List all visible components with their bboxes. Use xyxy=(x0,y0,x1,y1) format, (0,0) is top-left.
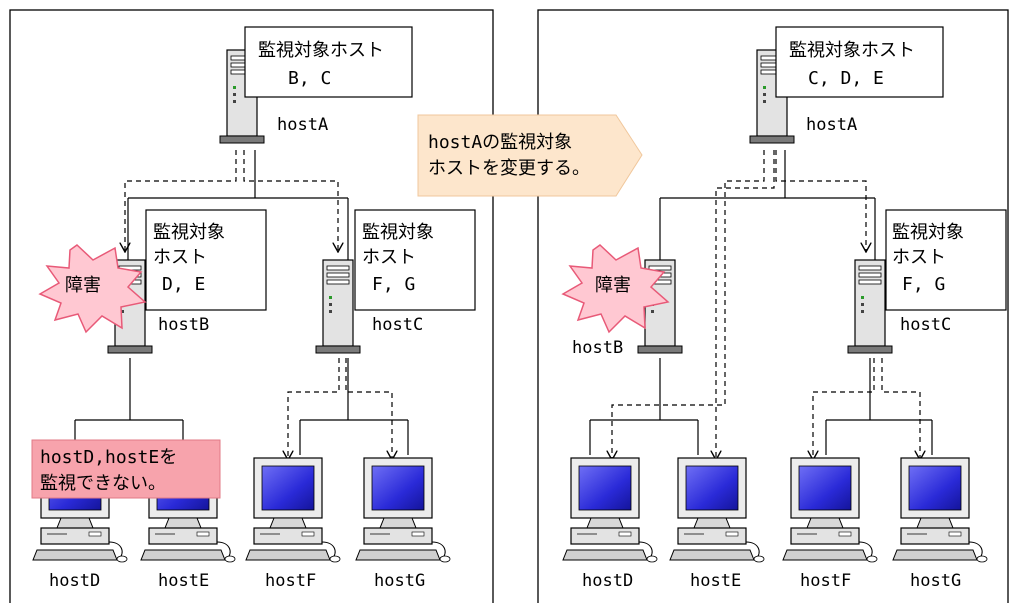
left-hostB-monitor-box xyxy=(145,209,267,311)
arrow-note-line2: ホストを変更する。 xyxy=(428,158,590,179)
left-hostC-monitor-box xyxy=(354,209,476,311)
left-monitor-arrows xyxy=(125,150,392,460)
right-hostA-monitor-box xyxy=(775,26,944,98)
left-hostC-box-line2: ホスト xyxy=(362,247,416,268)
right-hostC-label: hostC xyxy=(900,315,951,335)
left-client-label: hostF xyxy=(265,571,316,591)
right-hostA-label: hostA xyxy=(806,115,857,135)
left-client-label: hostG xyxy=(374,571,425,591)
left-warning-line2: 監視できない。 xyxy=(40,473,166,494)
arrow-note-line1: hostAの監視対象 xyxy=(428,132,572,153)
left-client-label: hostD xyxy=(49,571,100,591)
right-hostC-box-line1: 監視対象 xyxy=(892,222,964,243)
server-icon xyxy=(315,259,361,354)
left-warning-note: hostD,hostEを 監視できない。 xyxy=(31,439,221,499)
left-failure-label: 障害 xyxy=(65,275,101,296)
right-hostB-label: hostB xyxy=(572,338,623,358)
left-failure-burst: 障害 xyxy=(38,244,147,334)
left-hostA-box-hosts: B, C xyxy=(288,68,331,89)
desktop-pc-icon xyxy=(782,457,878,563)
desktop-pc-icon xyxy=(892,457,988,563)
right-monitor-arrows xyxy=(612,150,920,460)
left-hostC-box-hosts: F, G xyxy=(372,274,415,295)
left-hostB-box-line1: 監視対象 xyxy=(153,222,225,243)
right-hostC-box-line2: ホスト xyxy=(892,247,946,268)
desktop-pc-icon xyxy=(245,457,341,563)
right-hostA-box-title: 監視対象ホスト xyxy=(789,40,915,61)
right-hostC-box-hosts: F, G xyxy=(902,274,945,295)
left-hostA-label: hostA xyxy=(277,115,328,135)
left-hostC-label: hostC xyxy=(372,315,423,335)
right-client-label: hostE xyxy=(690,571,741,591)
left-hostA-box-title: 監視対象ホスト xyxy=(258,40,384,61)
right-client-label: hostF xyxy=(800,571,851,591)
right-hostC-monitor-box xyxy=(885,209,1007,311)
left-hostB-label: hostB xyxy=(158,315,209,335)
right-client-label: hostG xyxy=(910,571,961,591)
desktop-pc-icon xyxy=(562,457,658,563)
desktop-pc-icon xyxy=(355,457,451,563)
left-network-lines xyxy=(74,150,409,455)
right-hostA-box-hosts: C, D, E xyxy=(808,68,884,89)
left-hostB-box-line2: ホスト xyxy=(153,247,207,268)
right-failure-label: 障害 xyxy=(595,275,631,296)
change-arrow-note: hostAの監視対象 ホストを変更する。 xyxy=(417,114,643,197)
left-warning-line1: hostD,hostEを xyxy=(40,447,177,468)
right-client-label: hostD xyxy=(582,571,633,591)
desktop-pc-icon xyxy=(669,457,765,563)
left-client-label: hostE xyxy=(158,571,209,591)
right-network-lines xyxy=(589,150,933,455)
left-hostA-monitor-box xyxy=(244,26,413,98)
right-failure-burst: 障害 xyxy=(561,244,670,334)
right-panel-frame xyxy=(537,9,1009,607)
left-panel-frame xyxy=(9,9,494,607)
left-hostB-box-hosts: D, E xyxy=(162,274,205,295)
left-hostC-box-line1: 監視対象 xyxy=(362,222,434,243)
